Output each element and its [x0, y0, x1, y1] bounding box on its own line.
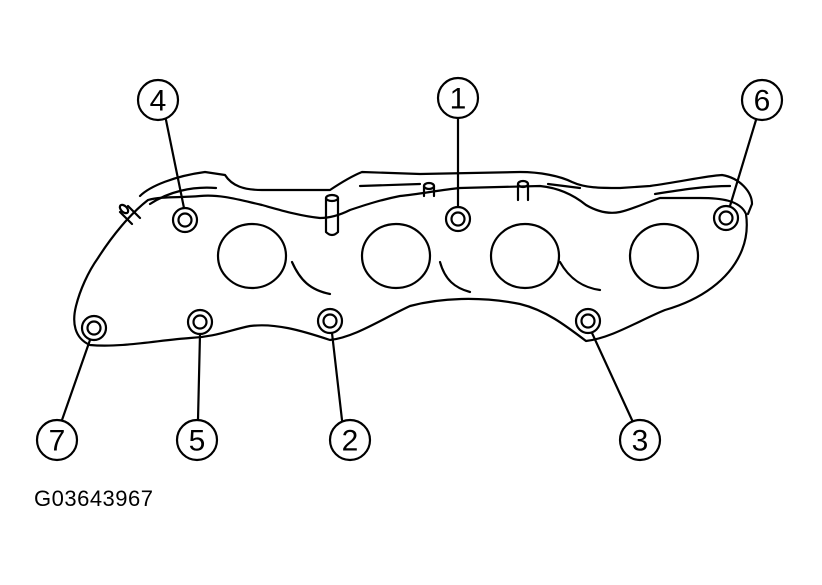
stud-2	[422, 181, 436, 198]
callout-circle-5	[175, 418, 219, 462]
bolt-hole-4	[171, 206, 199, 234]
stud-3	[516, 179, 530, 202]
bolt-hole-5	[186, 308, 214, 336]
callout-label-5: 5	[189, 425, 206, 458]
bolt-hole-2	[316, 307, 344, 335]
bolt-hole-1	[444, 205, 472, 233]
callout-label-1: 1	[450, 83, 467, 116]
port-opening-4	[628, 222, 700, 290]
callout-label-7: 7	[49, 425, 66, 458]
leader-line-5	[196, 332, 202, 422]
leader-line-6	[728, 118, 758, 208]
callout-label-6: 6	[754, 85, 771, 118]
callout-label-3: 3	[632, 425, 649, 458]
upper-flange	[138, 170, 754, 216]
port-opening-2	[360, 222, 432, 290]
leader-line-4	[164, 118, 186, 210]
bolt-hole-3	[574, 307, 602, 335]
callout-circle-2	[328, 418, 372, 462]
stud-4	[118, 203, 142, 226]
callout-label-2: 2	[342, 425, 359, 458]
bolt-hole-7	[80, 314, 108, 342]
callout-circle-7	[35, 418, 79, 462]
port-opening-1	[216, 222, 288, 290]
leader-line-3	[590, 331, 634, 422]
gasket-outline	[73, 184, 748, 347]
figure-reference-code: G03643967	[34, 486, 154, 511]
callout-label-4: 4	[150, 85, 167, 118]
callout-circle-4	[136, 78, 180, 122]
callout-circle-3	[618, 418, 662, 462]
bolt-hole-6	[712, 204, 740, 232]
callout-circle-1	[436, 76, 480, 120]
leader-line-2	[330, 331, 344, 422]
port-opening-3	[489, 222, 561, 290]
callout-circle-6	[740, 78, 784, 122]
stud-1	[324, 193, 340, 237]
leader-line-7	[60, 338, 92, 422]
gasket-lower-scallops	[290, 260, 602, 296]
